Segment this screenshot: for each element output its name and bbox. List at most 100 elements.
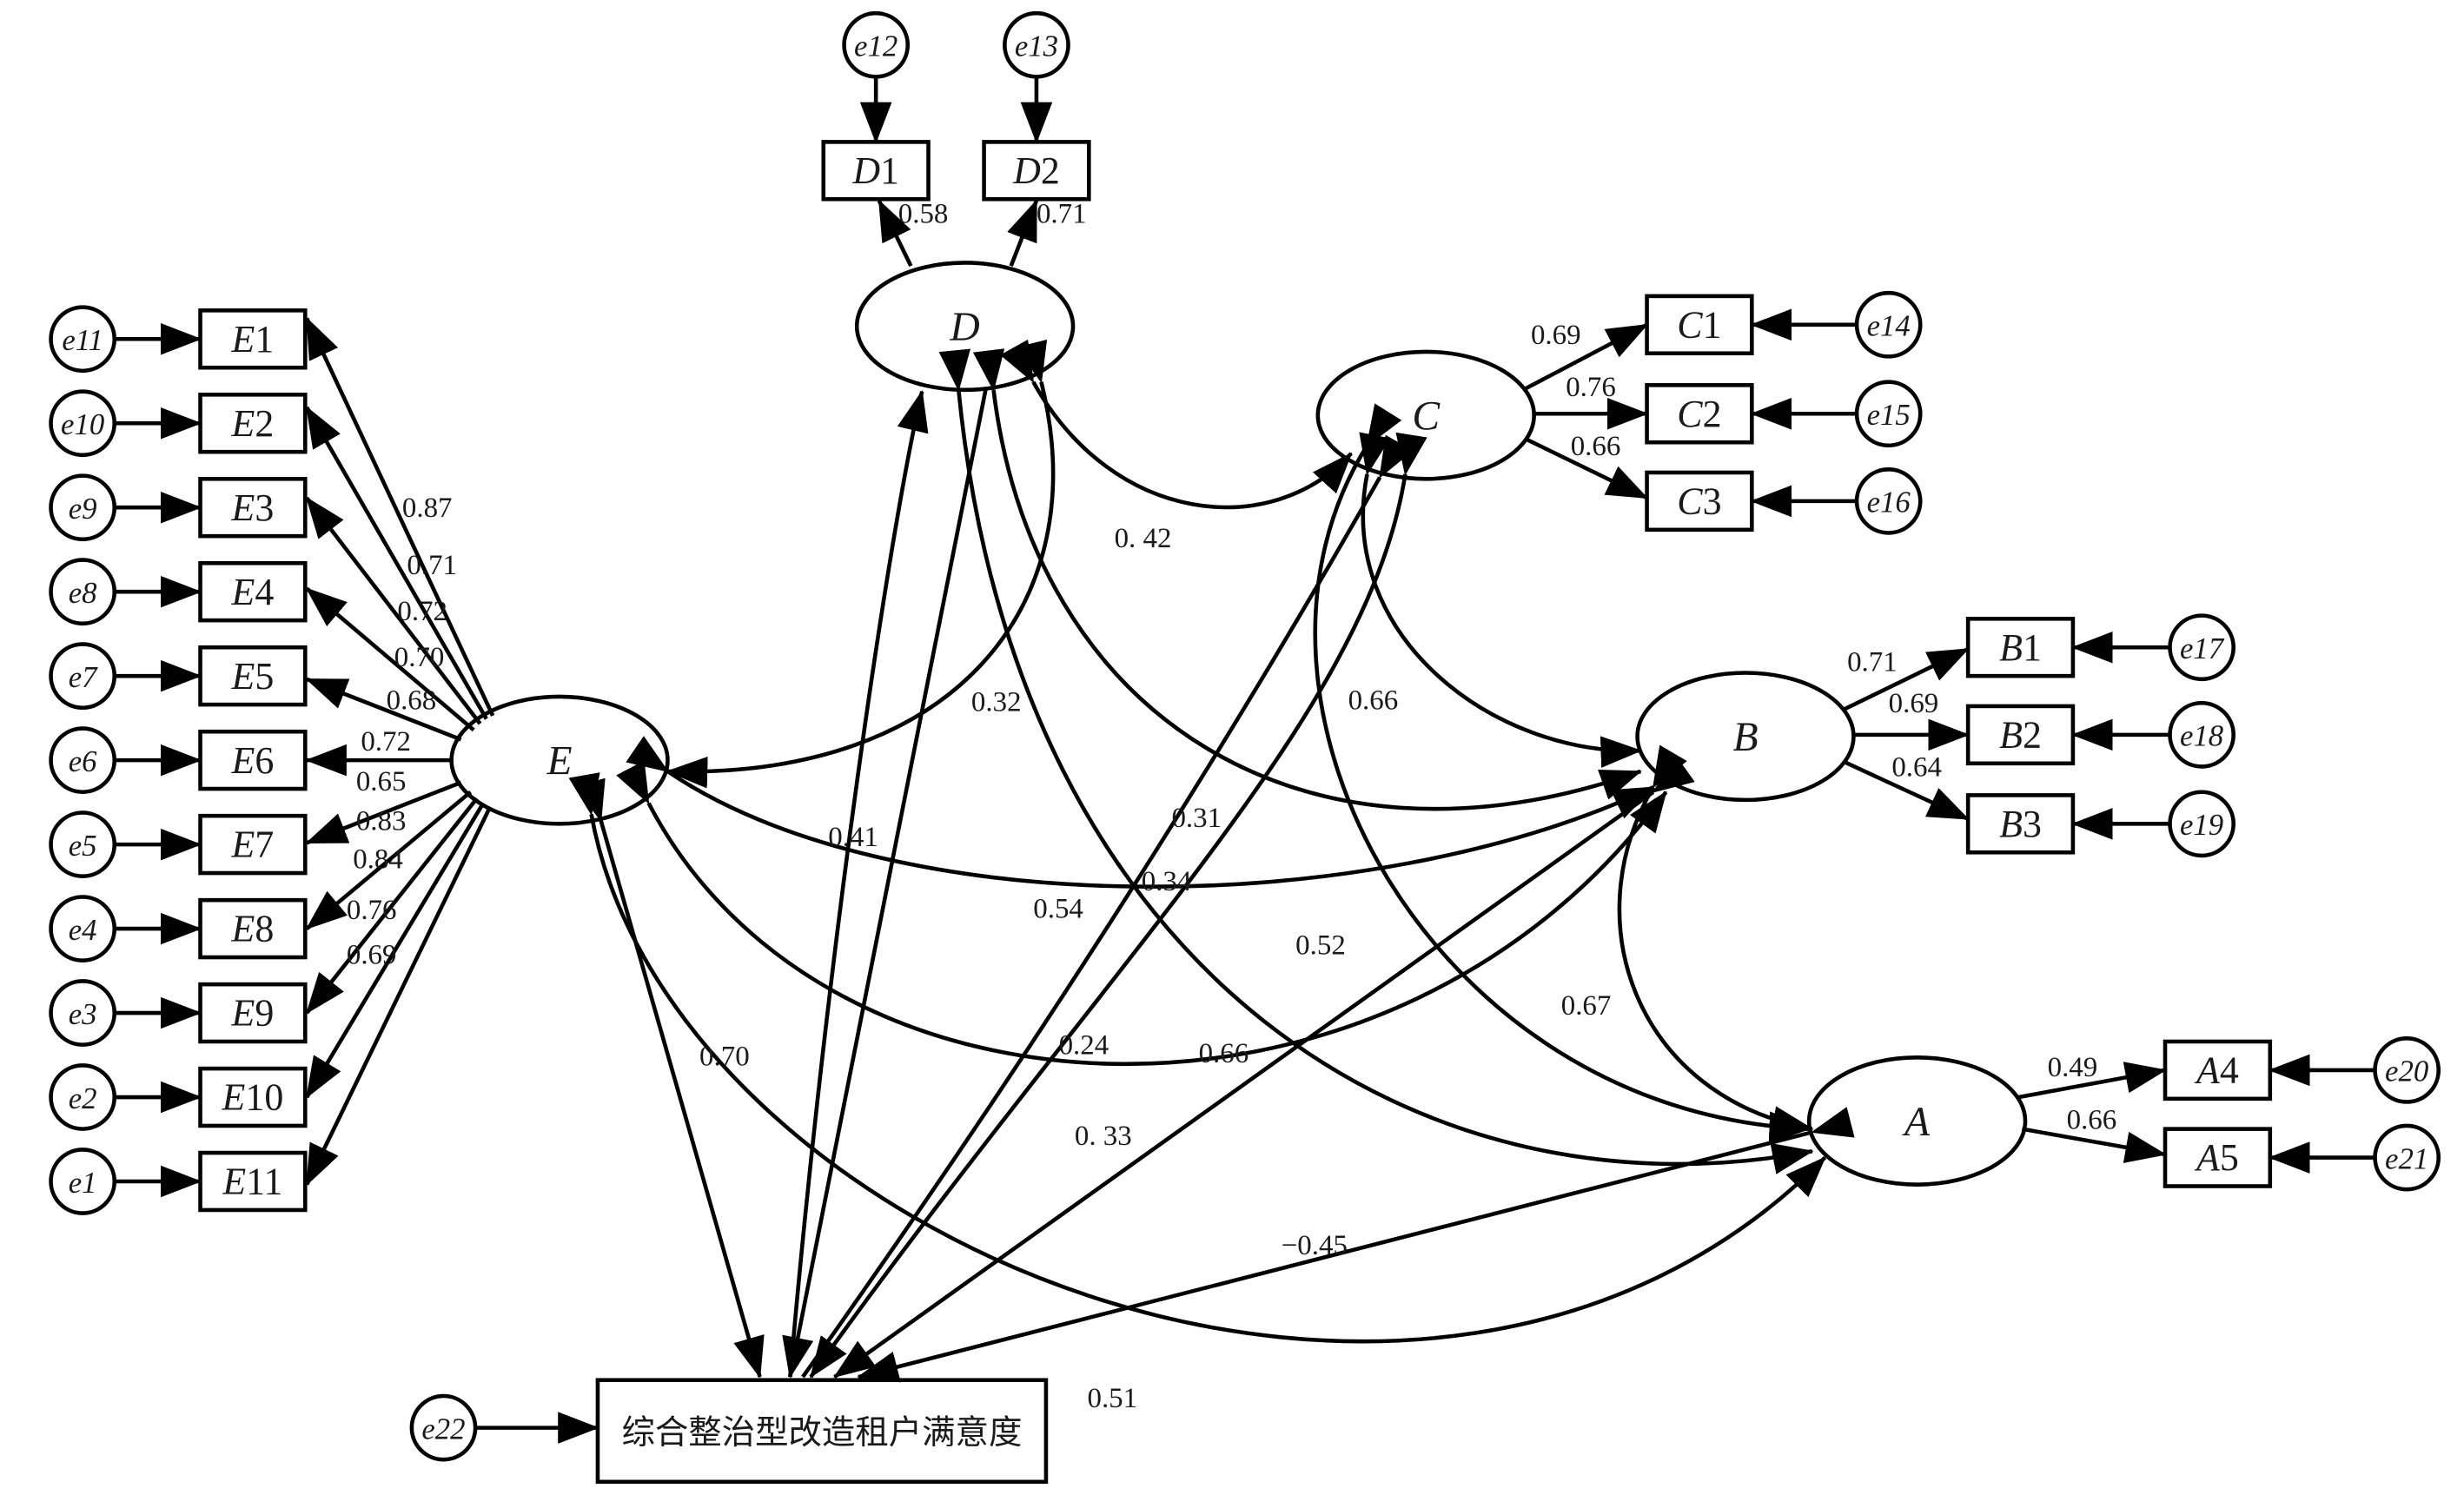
loading-arrow-A5 bbox=[2021, 1127, 2167, 1163]
loading-E7: 0.65 bbox=[356, 766, 407, 797]
error-e12-label: e12 bbox=[854, 30, 898, 63]
structural-paths bbox=[568, 339, 1855, 1383]
indicator-E8: E8 e4 0.83 bbox=[49, 790, 473, 962]
loading-B2: 0.69 bbox=[1889, 688, 1939, 719]
path-E-Y bbox=[574, 777, 765, 1379]
loading-B1: 0.71 bbox=[1847, 647, 1898, 678]
loading-arrow-E1 bbox=[305, 316, 495, 717]
coef-E-Y: 0.70 bbox=[699, 1041, 750, 1072]
loading-E2: 0.71 bbox=[407, 550, 457, 581]
indicator-E1: E1 e11 0.87 bbox=[49, 305, 495, 717]
error-e21-label: e21 bbox=[2385, 1141, 2428, 1175]
indicator-E4-box bbox=[198, 560, 308, 623]
latent-D-label: D bbox=[949, 305, 979, 350]
C-measurement: C1 e14 0.69 C2 e15 0.76 C3 e16 0.66 bbox=[1525, 290, 1923, 535]
loading-arrow-E7 bbox=[305, 780, 462, 845]
indicator-E9-box bbox=[198, 982, 308, 1044]
indicator-C2: C2 e15 0.76 bbox=[1533, 372, 1923, 448]
error-e9-label: e9 bbox=[69, 492, 97, 526]
coef-B-Y: 0. 33 bbox=[1075, 1121, 1132, 1152]
loading-E5: 0.68 bbox=[387, 685, 437, 717]
error-e19-label: e19 bbox=[2180, 808, 2223, 842]
coef-E-C: 0.24 bbox=[1059, 1030, 1109, 1062]
loading-arrow-C1 bbox=[1525, 322, 1649, 391]
indicator-E4-label: E4 bbox=[231, 572, 275, 613]
error-e4-label: e4 bbox=[69, 913, 97, 947]
loading-E10: 0.76 bbox=[347, 895, 397, 926]
coef-D-A: 0.52 bbox=[1295, 929, 1346, 961]
loading-E8: 0.83 bbox=[356, 806, 407, 837]
error-e6-label: e6 bbox=[69, 744, 97, 778]
indicator-E1-label: E1 bbox=[231, 319, 275, 361]
coef-D-C: 0. 42 bbox=[1115, 523, 1172, 554]
indicator-E2: E2 e10 0.71 bbox=[49, 389, 488, 720]
loading-E6: 0.72 bbox=[361, 726, 411, 757]
indicator-E2-box bbox=[198, 393, 308, 454]
indicator-B1-label: B1 bbox=[1999, 627, 2042, 669]
loading-arrow-C3 bbox=[1525, 437, 1649, 500]
loading-arrow-E4 bbox=[305, 586, 475, 732]
indicator-A5-label: A5 bbox=[2194, 1137, 2239, 1179]
indicator-D1-label: D1 bbox=[851, 150, 899, 192]
indicator-A4: A4 e20 0.49 bbox=[2018, 1036, 2441, 1104]
error-e22-label: e22 bbox=[421, 1412, 465, 1445]
indicator-B1-box bbox=[1965, 617, 2076, 678]
indicator-C1-label: C1 bbox=[1677, 304, 1721, 346]
indicator-E3-label: E3 bbox=[231, 487, 275, 529]
loading-arrow-E2 bbox=[305, 406, 488, 720]
E-measurement: E1 e11 0.87 E2 e10 0.71 E3 e9 0.72 bbox=[49, 305, 495, 1215]
error-e15-label: e15 bbox=[1867, 398, 1911, 432]
indicator-E5-label: E5 bbox=[231, 656, 275, 698]
indicator-C2-box bbox=[1645, 383, 1754, 445]
loading-E3: 0.72 bbox=[397, 596, 447, 627]
coef-A-Y: −0.45 bbox=[1282, 1230, 1348, 1261]
loading-D2: 0.71 bbox=[1037, 199, 1087, 230]
path-E-B-low bbox=[616, 760, 1668, 1066]
D-measurement: D1 e12 0.58 D2 e13 0.71 bbox=[821, 10, 1091, 268]
coef-E-B: 0.54 bbox=[1033, 893, 1083, 924]
indicator-E7-label: E7 bbox=[231, 824, 275, 866]
error-e20-label: e20 bbox=[2385, 1055, 2428, 1088]
indicator-B3: B3 e19 0.64 bbox=[1843, 751, 2235, 858]
indicator-E2-label: E2 bbox=[231, 403, 275, 445]
indicator-B2-box bbox=[1965, 704, 2076, 766]
indicator-E11-label: E11 bbox=[222, 1161, 282, 1203]
path-B-Y bbox=[833, 756, 1695, 1379]
indicator-E6: E6 e6 0.72 bbox=[49, 726, 454, 795]
error-e5-label: e5 bbox=[69, 829, 97, 863]
loading-E4: 0.70 bbox=[394, 642, 445, 673]
error-e2-label: e2 bbox=[69, 1082, 97, 1115]
loading-arrow-B1 bbox=[1843, 647, 1970, 711]
path-Y-D bbox=[788, 389, 929, 1378]
indicator-C1: C1 e14 0.69 bbox=[1525, 290, 1923, 391]
loading-arrow-B3 bbox=[1843, 759, 1970, 821]
indicator-E8-box bbox=[198, 897, 308, 960]
indicator-B3-label: B3 bbox=[1999, 804, 2042, 845]
indicator-E5: E5 e7 0.68 bbox=[49, 642, 462, 742]
loading-arrow-E3 bbox=[305, 496, 482, 725]
error-e8-label: e8 bbox=[69, 576, 97, 610]
indicator-E3: E3 e9 0.72 bbox=[49, 473, 482, 725]
indicator-A4-label: A4 bbox=[2194, 1050, 2239, 1092]
indicator-C3-label: C3 bbox=[1677, 481, 1721, 523]
loading-arrow-A4 bbox=[2018, 1062, 2167, 1100]
loading-E1: 0.87 bbox=[402, 493, 453, 524]
error-e17-label: e17 bbox=[2180, 632, 2225, 665]
indicator-E10: E10 e2 0.76 bbox=[49, 802, 486, 1131]
loading-arrow-E8 bbox=[305, 790, 473, 930]
loading-arrow-D2 bbox=[1007, 199, 1039, 267]
latent-C-label: C bbox=[1412, 394, 1441, 440]
coef-E-A: 0.51 bbox=[1087, 1383, 1137, 1414]
indicator-B2-label: B2 bbox=[1999, 715, 2042, 757]
loading-arrow-D1 bbox=[877, 199, 913, 268]
loading-arrow-E5 bbox=[305, 677, 462, 742]
error-e18-label: e18 bbox=[2180, 719, 2223, 753]
indicator-B2: B2 e18 0.69 bbox=[1853, 688, 2235, 769]
latent-E-label: E bbox=[546, 739, 573, 784]
error-e1-label: e1 bbox=[69, 1166, 97, 1200]
indicator-E5-box bbox=[198, 645, 308, 707]
indicator-E7: E7 e5 0.65 bbox=[49, 766, 462, 878]
coef-C-A: 0.66 bbox=[1199, 1038, 1249, 1069]
indicator-D2: D2 e13 0.71 bbox=[982, 10, 1091, 267]
path-D-C bbox=[1000, 339, 1353, 510]
